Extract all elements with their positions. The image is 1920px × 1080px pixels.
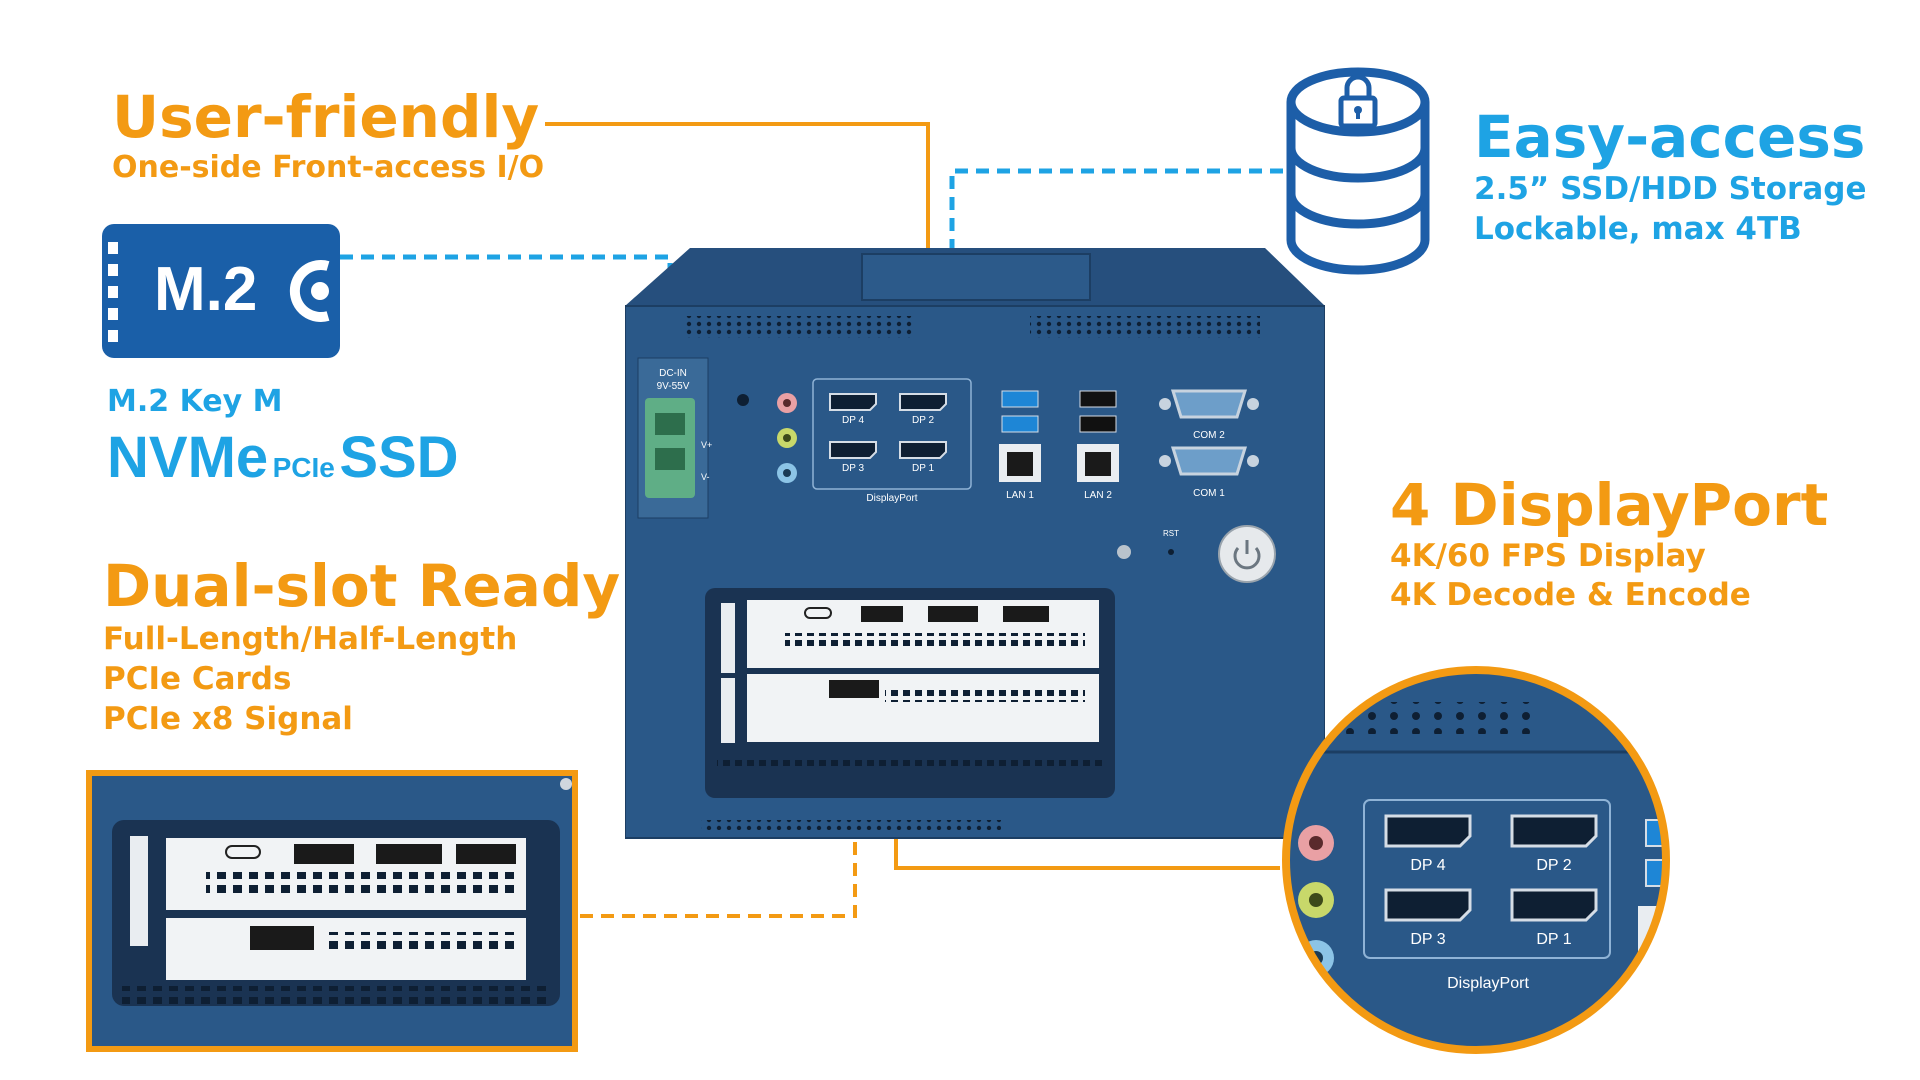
displayport-line1: 4K/60 FPS Display — [1390, 538, 1706, 574]
ssd-label: SSD — [339, 425, 459, 490]
user-friendly-subtitle: One-side Front-access I/O — [112, 150, 545, 185]
zoom-dp2-label: DP 2 — [1536, 857, 1571, 874]
zoom-dp3-label: DP 3 — [1410, 931, 1445, 948]
pcie-zoom-inset — [86, 770, 578, 1052]
m2-key-label: M.2 Key M — [107, 384, 283, 419]
com2-label: COM 2 — [1193, 430, 1225, 441]
dual-slot-line2: PCIe Cards — [103, 661, 292, 697]
dp4-label: DP 4 — [842, 415, 864, 426]
user-friendly-title: User-friendly — [112, 83, 540, 151]
easy-access-line2: Lockable, max 4TB — [1474, 211, 1802, 247]
displayport-group-label: DisplayPort — [866, 493, 917, 504]
power-button-icon — [1218, 525, 1276, 583]
lan1-label: LAN 1 — [1006, 490, 1034, 501]
easy-access-line1: 2.5” SSD/HDD Storage — [1474, 171, 1867, 207]
displayport-zoom-inset: DP 4 DP 2 DP 3 DP 1 DisplayPort — [1276, 660, 1676, 1060]
dual-slot-line1: Full-Length/Half-Length — [103, 621, 518, 657]
dp1-label: DP 1 — [912, 463, 934, 474]
zoom-displayport-label: DisplayPort — [1447, 975, 1529, 992]
rst-label: RST — [1163, 529, 1179, 538]
com1-label: COM 1 — [1193, 488, 1225, 499]
displayport-title: 4 DisplayPort — [1390, 471, 1829, 539]
dual-slot-line3: PCIe x8 Signal — [103, 701, 353, 737]
m2-card-icon: M.2 — [102, 224, 340, 358]
dc-in-label: DC-IN — [659, 368, 687, 379]
displayport-line2: 4K Decode & Encode — [1390, 577, 1751, 613]
dp3-label: DP 3 — [842, 463, 864, 474]
pcie-label: PCIe — [272, 452, 335, 483]
voltage-label: 9V-55V — [657, 381, 690, 392]
zoom-dp1-label: DP 1 — [1536, 931, 1571, 948]
dual-slot-title: Dual-slot Ready — [103, 552, 621, 620]
chassis-front: DC-IN 9V-55V V+ V- DP 4 DP 2 DP 3 DP 1 D… — [624, 248, 1326, 848]
ground-icon — [737, 394, 749, 406]
nvme-pcie-ssd: NVMe PCIe SSD — [107, 424, 459, 491]
dp2-label: DP 2 — [912, 415, 934, 426]
lock-database-icon — [1283, 62, 1433, 282]
v-minus-label: V- — [701, 472, 710, 482]
zoom-dp4-label: DP 4 — [1410, 857, 1445, 874]
easy-access-title: Easy-access — [1474, 103, 1866, 171]
v-plus-label: V+ — [701, 440, 712, 450]
lan2-label: LAN 2 — [1084, 490, 1112, 501]
m2-badge-label: M.2 — [154, 255, 258, 324]
nvme-label: NVMe — [107, 425, 269, 490]
